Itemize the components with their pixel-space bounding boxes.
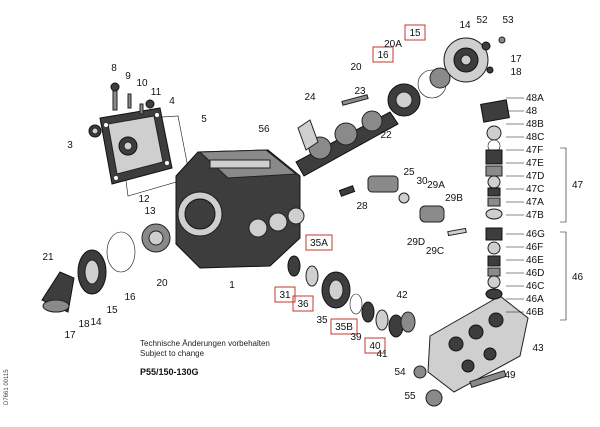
callout-20: 20 (350, 62, 362, 73)
callout-15: 15 (106, 305, 118, 316)
callout-1: 1 (229, 280, 235, 291)
callout-42: 42 (396, 290, 408, 301)
callout-46f: 46F (526, 242, 543, 253)
callout-17: 17 (510, 54, 522, 65)
callout-46b: 46B (526, 307, 544, 318)
callout-8: 8 (111, 63, 117, 74)
callout-21: 21 (42, 252, 54, 263)
callout-43: 43 (532, 343, 544, 354)
callout-47a: 47A (526, 197, 544, 208)
callout-35: 35 (316, 315, 328, 326)
callout-53: 53 (502, 15, 514, 26)
callout-layer: 1345891011121314141515161617171818202020… (42, 15, 544, 402)
callout-52: 52 (476, 15, 488, 26)
callout-41: 41 (376, 349, 388, 360)
callout-35b: 35B (335, 322, 353, 333)
callout-highlight-box (274, 286, 296, 303)
callout-56: 56 (258, 124, 270, 135)
callout-highlight-box (364, 337, 386, 354)
callout-29c: 29C (426, 246, 444, 257)
callout-54: 54 (394, 367, 406, 378)
callout-5: 5 (201, 114, 207, 125)
callout-group-46: 46 (572, 272, 584, 283)
callout-3: 3 (67, 140, 73, 151)
model-number: P55/150-130G (140, 367, 199, 377)
callout-40: 40 (369, 341, 381, 352)
note-english: Subject to change (140, 349, 205, 358)
callout-9: 9 (125, 71, 131, 82)
callout-48c: 48C (526, 132, 544, 143)
callout-46g: 46G (526, 229, 545, 240)
valve-stack-46 (485, 227, 503, 300)
callout-20: 20 (156, 278, 168, 289)
callout-highlight-box (292, 295, 314, 312)
callout-14: 14 (459, 20, 471, 31)
callout-49: 49 (504, 370, 516, 381)
callout-31: 31 (279, 290, 291, 301)
document-reference: D7661 00115 (4, 369, 10, 405)
callout-highlight-box (404, 24, 426, 41)
callout-47d: 47D (526, 171, 544, 182)
valve-stack-labels: 48A 48 48B 48C 47F 47E 47D 47C 47A 47B 47 46G 46F 46E… (506, 93, 584, 318)
callout-46d: 46D (526, 268, 544, 279)
callout-highlight-box (330, 318, 358, 335)
callout-16: 16 (377, 50, 389, 61)
callout-47b: 47B (526, 210, 544, 221)
callout-11: 11 (151, 87, 162, 98)
callout-39: 39 (350, 332, 362, 343)
rear-cover-group (443, 36, 506, 83)
callout-29d: 29D (407, 237, 425, 248)
callout-14: 14 (90, 317, 102, 328)
callout-30: 30 (416, 176, 428, 187)
crankcase-body (175, 149, 305, 269)
crankcase-cover (99, 107, 191, 197)
bracket-47 (560, 147, 567, 223)
callout-29b: 29B (445, 193, 463, 204)
callout-20a: 20A (384, 39, 402, 50)
callout-48: 48 (526, 106, 538, 117)
callout-47e: 47E (526, 158, 544, 169)
callout-35a: 35A (310, 238, 328, 249)
callout-13: 13 (144, 206, 156, 217)
callout-46a: 46A (526, 294, 544, 305)
breather-parts (88, 82, 155, 138)
crankshaft-group (295, 67, 451, 177)
callout-36: 36 (297, 299, 309, 310)
callout-46e: 46E (526, 255, 544, 266)
callout-47c: 47C (526, 184, 544, 195)
plunger-group (338, 175, 467, 237)
callout-18: 18 (510, 67, 522, 78)
callout-12: 12 (138, 194, 150, 205)
callout-18: 18 (78, 319, 90, 330)
callout-55: 55 (404, 391, 416, 402)
callout-15: 15 (409, 28, 421, 39)
callout-46c: 46C (526, 281, 544, 292)
note-german: Technische Änderungen vorbehalten (140, 339, 270, 348)
callout-28: 28 (356, 201, 368, 212)
callout-48a: 48A (526, 93, 544, 104)
callout-highlight-box (372, 46, 394, 63)
callout-group-47: 47 (572, 180, 584, 191)
valve-stack-47 (480, 99, 510, 220)
callout-25: 25 (403, 167, 415, 178)
callout-4: 4 (169, 96, 175, 107)
callout-29a: 29A (427, 180, 445, 191)
callout-17: 17 (64, 330, 76, 341)
callout-highlight-box (305, 234, 333, 251)
callout-48b: 48B (526, 119, 544, 130)
callout-22: 22 (380, 130, 392, 141)
callout-24: 24 (304, 92, 316, 103)
bracket-46 (560, 231, 567, 321)
left-bearing-group (41, 223, 171, 313)
seal-group (287, 255, 416, 338)
callout-23: 23 (354, 86, 366, 97)
callout-10: 10 (136, 78, 148, 89)
callout-16: 16 (124, 292, 136, 303)
manifold-head (413, 295, 529, 407)
callout-47f: 47F (526, 145, 543, 156)
